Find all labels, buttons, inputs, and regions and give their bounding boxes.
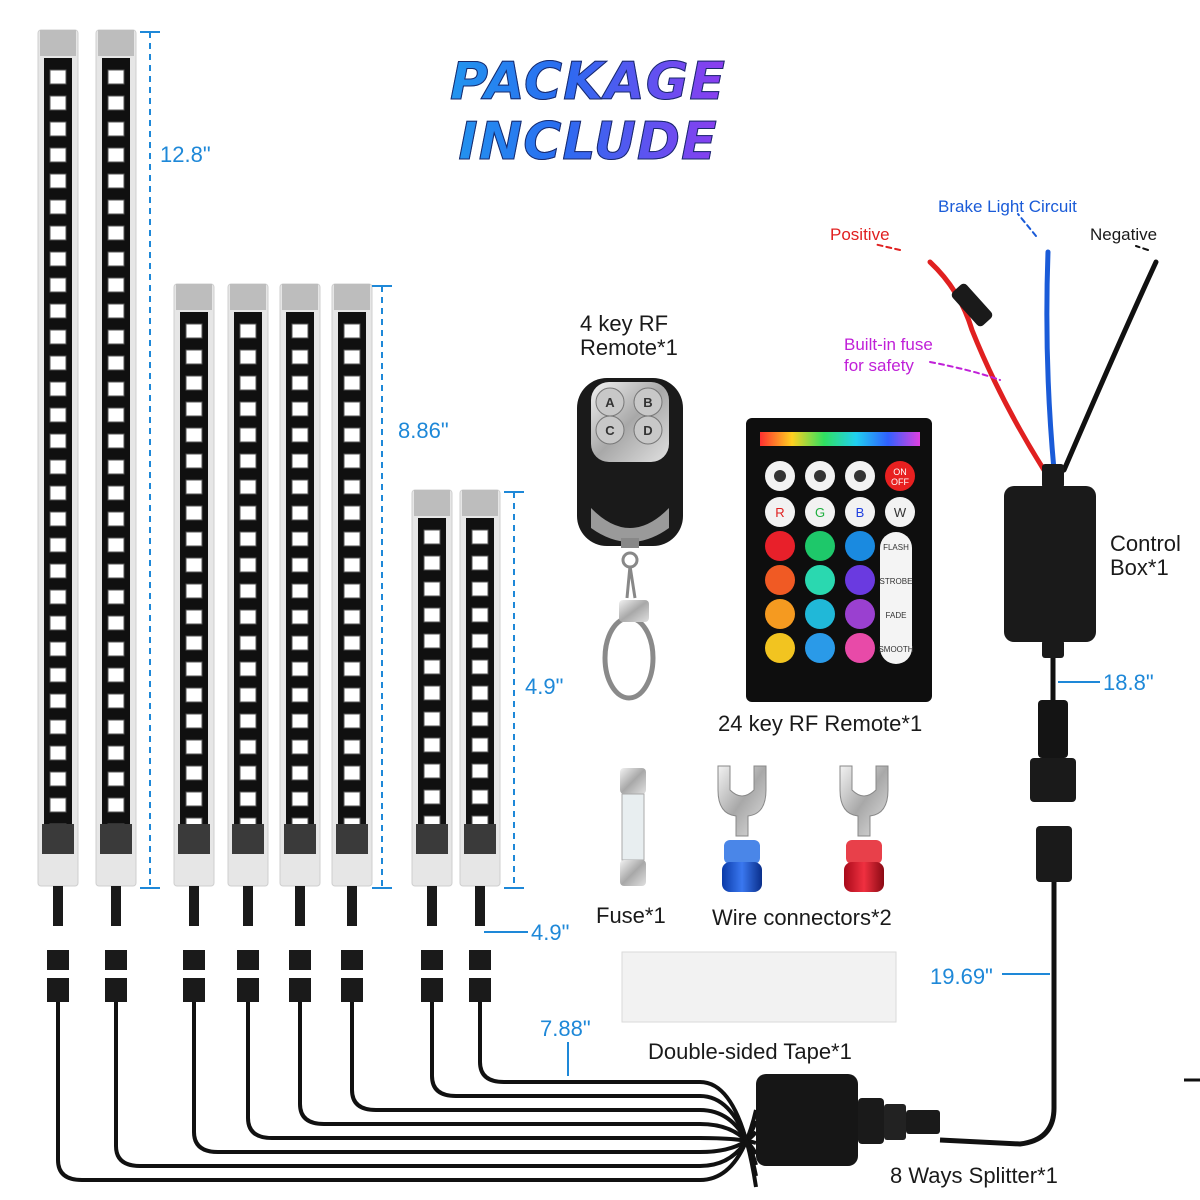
mode-label-flash: FLASH [883, 543, 909, 552]
four-key-remote-label: 4 key RF Remote*1 [580, 311, 678, 361]
mode-label-smooth: SMOOTH [878, 645, 913, 654]
tape-label: Double-sided Tape*1 [648, 1039, 852, 1064]
medium-strip-length: 8.86" [398, 418, 449, 443]
positive-label: Positive [830, 225, 890, 244]
twenty-four-key-remote-label: 24 key RF Remote*1 [718, 711, 923, 736]
remote-key-a: A [605, 395, 615, 410]
color-button [765, 599, 795, 629]
splitter-label: 8 Ways Splitter*1 [890, 1163, 1058, 1188]
rgbw-button-r [765, 497, 795, 527]
strip-cables [56, 1002, 758, 1188]
color-button [805, 565, 835, 595]
strip-cable [298, 1002, 758, 1155]
remote-key-b: B [643, 395, 652, 410]
color-button [845, 599, 875, 629]
strip-cable [192, 1002, 758, 1154]
rgbw-label: B [856, 505, 865, 520]
led-strip [279, 283, 321, 1002]
blue-wire-connector [717, 765, 767, 892]
color-button [805, 633, 835, 663]
color-button [765, 633, 795, 663]
power-label: ON [893, 467, 907, 477]
red-wire-connector [839, 765, 889, 892]
short-strip-length: 4.9" [525, 674, 564, 699]
power-button [885, 461, 915, 491]
main-cable-length: 19.69" [930, 964, 993, 989]
long-strip-length: 12.8" [160, 142, 211, 167]
remote-key-c: C [605, 423, 615, 438]
color-button [845, 633, 875, 663]
led-strip [331, 283, 373, 1002]
strip-cable [246, 1002, 757, 1145]
led-strips [37, 29, 501, 1002]
rgbw-button-g [805, 497, 835, 527]
four-key-remote: A B C D [577, 378, 683, 701]
mode-label-fade: FADE [886, 611, 907, 620]
negative-label: Negative [1090, 225, 1158, 244]
page-title: PACKAGE INCLUDE [318, 52, 858, 173]
glass-fuse [620, 768, 646, 886]
led-strip [411, 489, 453, 1002]
control-box-lead-length: 18.8" [1103, 670, 1154, 695]
fuse-label: Fuse*1 [596, 903, 666, 928]
led-strip [173, 283, 215, 1002]
power-label-2: OFF [891, 477, 909, 487]
strip-cable [478, 1002, 758, 1188]
rgbw-label: G [815, 505, 825, 520]
color-button [765, 565, 795, 595]
color-button [805, 599, 835, 629]
led-strip [37, 29, 79, 1002]
remote-key-d: D [643, 423, 652, 438]
splitter-lead-length: 7.88" [540, 1016, 591, 1041]
rgbw-label: W [894, 505, 907, 520]
led-strip [459, 489, 501, 1002]
fuse-note-label: Built-in fuse for safety [844, 335, 933, 376]
rgbw-button-w [885, 497, 915, 527]
strip-lead-length: 4.9" [531, 920, 570, 945]
wire-connectors-label: Wire connectors*2 [712, 905, 892, 930]
control-box [939, 464, 1096, 1147]
control-box-label: Control Box*1 [1110, 531, 1181, 581]
color-button [845, 565, 875, 595]
wiring-harness [873, 213, 1159, 473]
color-button [845, 531, 875, 561]
eight-way-splitter [756, 1074, 940, 1166]
rgbw-label: R [775, 505, 784, 520]
dimension-lines [140, 31, 1100, 1076]
mode-label-strobe: STROBE [880, 577, 913, 586]
color-button [765, 531, 795, 561]
brake-light-label: Brake Light Circuit [938, 197, 1077, 216]
led-strip [227, 283, 269, 1002]
led-strip [95, 29, 137, 1002]
color-button [805, 531, 835, 561]
double-sided-tape [621, 951, 897, 1023]
rgbw-button-b [845, 497, 875, 527]
